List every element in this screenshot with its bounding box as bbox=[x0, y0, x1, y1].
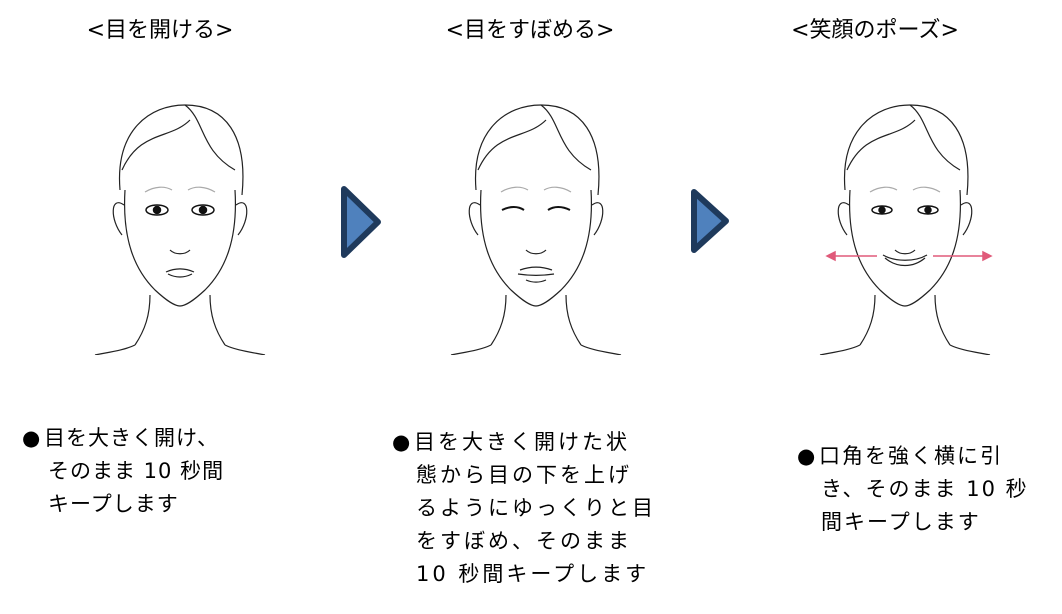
bullet: ● bbox=[392, 430, 414, 454]
face-smile-illustration bbox=[819, 104, 993, 355]
bullet: ● bbox=[797, 444, 818, 468]
desc-line: 目を大きく開けた状 bbox=[414, 430, 630, 454]
face-eyes-squint-illustration bbox=[450, 104, 622, 355]
desc-line: 目を大きく開け、 bbox=[44, 426, 219, 450]
desc-line: るようにゆっくりと目 bbox=[416, 496, 656, 520]
desc-line: 態から目の下を上げ bbox=[416, 463, 632, 487]
step-1-title: <目を開ける> bbox=[86, 18, 234, 43]
face-eyes-open-illustration bbox=[94, 104, 266, 355]
step-1-description: ●目を大きく開け、 そのまま 10 秒間 キープします bbox=[22, 422, 224, 521]
play-arrow-icon bbox=[691, 189, 729, 253]
desc-line: き、そのまま 10 秒 bbox=[821, 477, 1029, 501]
desc-line: をすぼめ、そのまま bbox=[416, 529, 632, 553]
step-3-description: ●口角を強く横に引 き、そのまま 10 秒 間キープします bbox=[797, 440, 1029, 539]
desc-line: そのまま 10 秒間 bbox=[48, 459, 225, 483]
desc-line: 10 秒間キープします bbox=[416, 562, 650, 586]
desc-line: キープします bbox=[48, 492, 179, 516]
step-3-title: <笑顔のポーズ> bbox=[791, 18, 959, 43]
double-arrow-icon bbox=[825, 250, 993, 262]
step-2-title: <目をすぼめる> bbox=[445, 18, 615, 43]
bullet: ● bbox=[22, 426, 42, 450]
desc-line: 間キープします bbox=[821, 510, 981, 534]
open-eye-left bbox=[145, 204, 215, 216]
step-2-description: ●目を大きく開けた状 態から目の下を上げ るようにゆっくりと目 をすぼめ、そのま… bbox=[392, 426, 656, 591]
squint-eyes bbox=[501, 206, 571, 211]
desc-line: 口角を強く横に引 bbox=[819, 444, 1003, 468]
play-arrow-icon bbox=[341, 186, 381, 258]
